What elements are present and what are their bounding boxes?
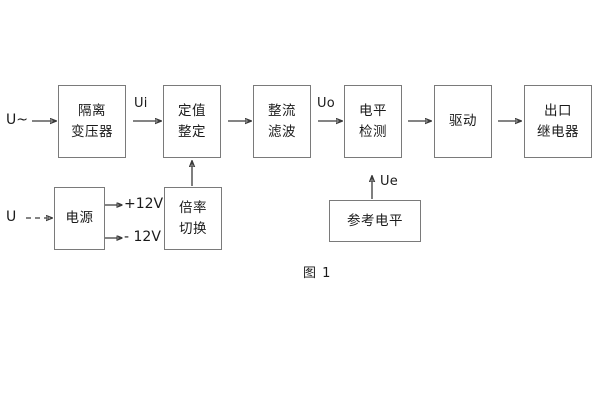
block-power-supply[interactable]: 电源 <box>54 187 105 250</box>
block-isolation-transformer[interactable]: 隔离 变压器 <box>58 85 126 158</box>
block-setting-value-line1: 定值 <box>178 102 206 119</box>
block-rectify-filter-line2: 滤波 <box>268 123 296 140</box>
rail-label-positive: +12V <box>124 196 164 212</box>
block-multiplier-switch-line2: 切换 <box>179 220 207 237</box>
block-isolation-transformer-line1: 隔离 <box>78 102 106 119</box>
block-setting-value[interactable]: 定值 整定 <box>163 85 221 158</box>
block-level-detect-line2: 检测 <box>359 123 387 140</box>
terminal-dc-input: U <box>6 209 17 225</box>
block-multiplier-switch[interactable]: 倍率 切换 <box>164 187 222 250</box>
block-drive-line1: 驱动 <box>449 113 477 130</box>
block-power-supply-line1: 电源 <box>65 210 94 227</box>
figure-caption: 图 1 <box>303 266 332 281</box>
block-isolation-transformer-line2: 变压器 <box>71 123 113 140</box>
block-level-detect-line1: 电平 <box>359 102 387 119</box>
terminal-ac-input: U~ <box>6 112 28 128</box>
block-rectify-filter-line1: 整流 <box>268 102 296 119</box>
block-reference-level[interactable]: 参考电平 <box>329 200 421 242</box>
block-level-detect[interactable]: 电平 检测 <box>344 85 402 158</box>
block-reference-level-line1: 参考电平 <box>347 212 403 229</box>
block-drive[interactable]: 驱动 <box>434 85 492 158</box>
block-output-relay[interactable]: 出口 继电器 <box>524 85 592 158</box>
block-output-relay-line1: 出口 <box>544 102 572 119</box>
block-setting-value-line2: 整定 <box>178 123 206 140</box>
rail-label-negative: - 12V <box>124 229 161 245</box>
block-multiplier-switch-line1: 倍率 <box>179 199 207 216</box>
block-rectify-filter[interactable]: 整流 滤波 <box>253 85 311 158</box>
signal-label-uo: Uo <box>317 96 335 111</box>
signal-label-ue: Ue <box>380 174 398 189</box>
block-output-relay-line2: 继电器 <box>537 123 579 140</box>
signal-label-ui: Ui <box>134 96 148 111</box>
